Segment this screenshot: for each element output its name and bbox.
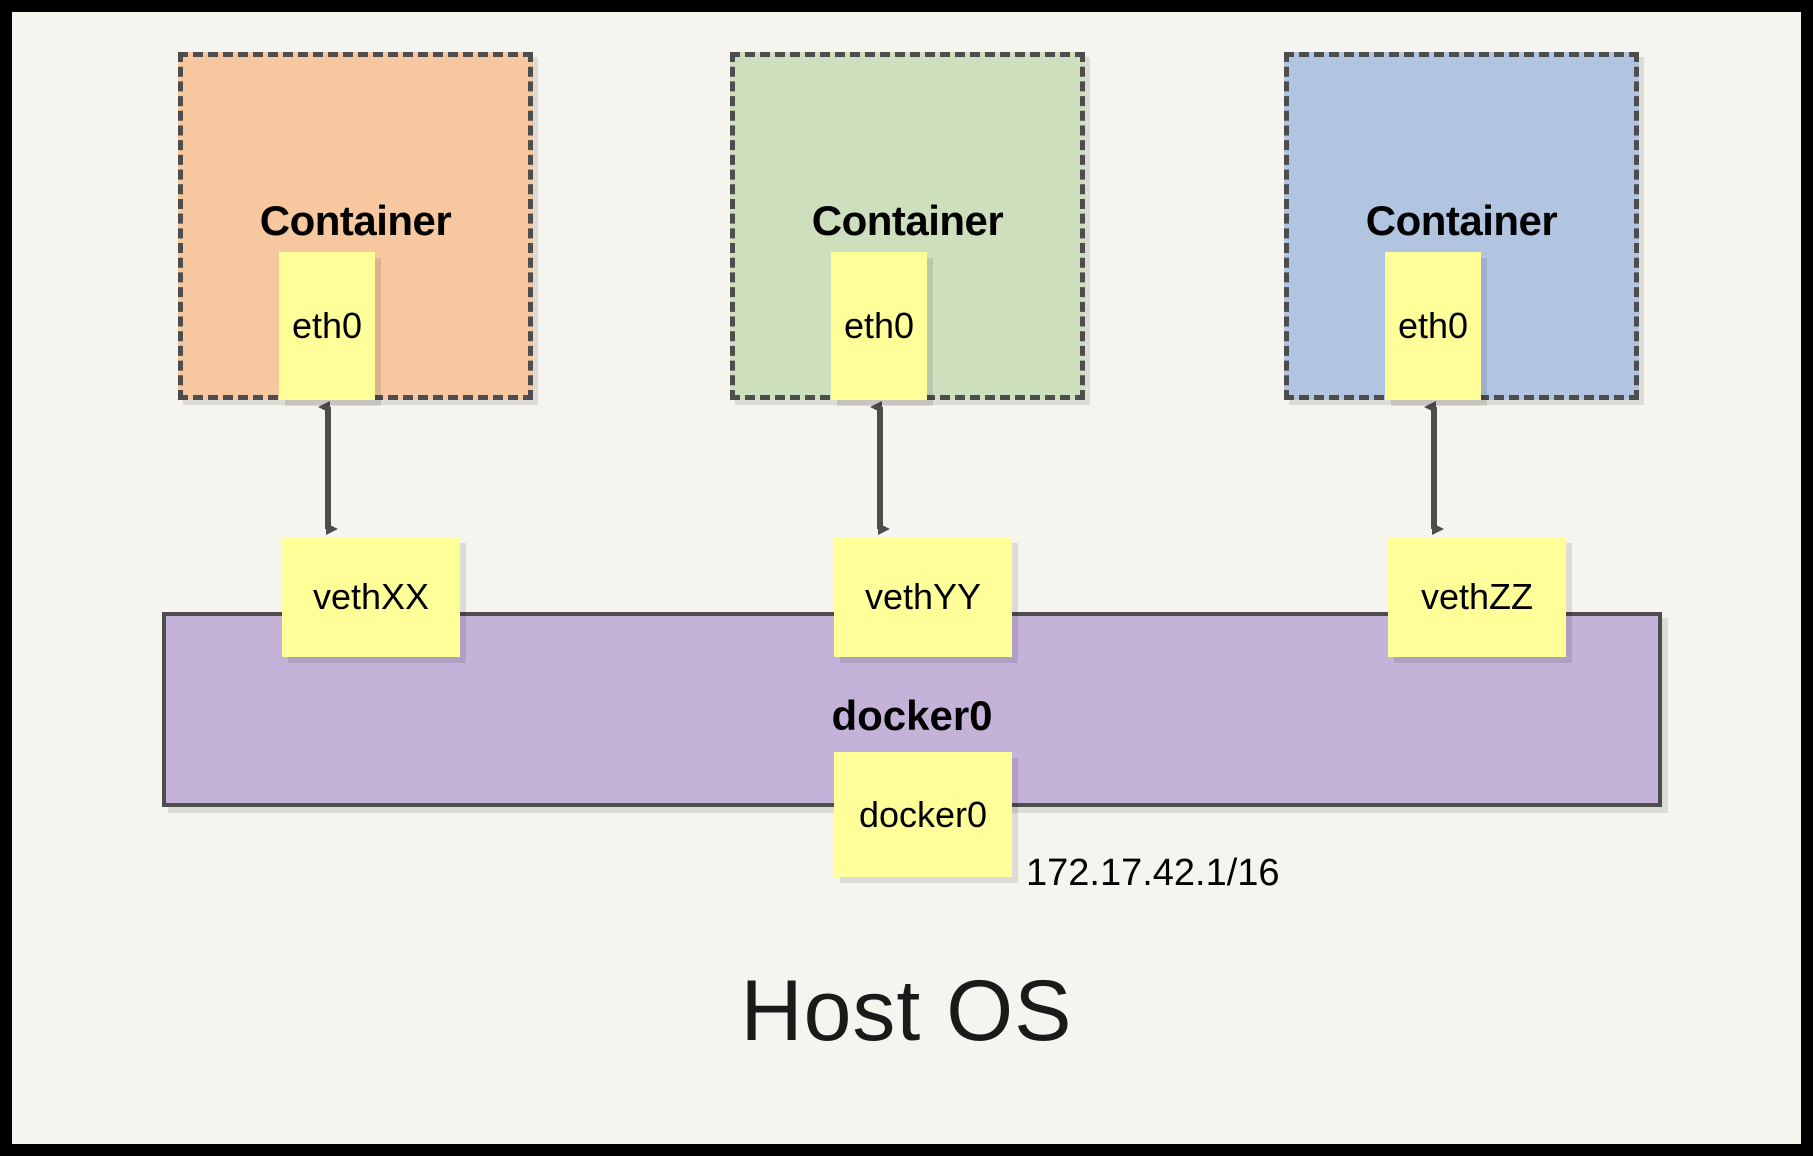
veth-box-1: vethXX [282, 537, 460, 657]
container-label-3: Container [1365, 197, 1558, 244]
connector-arrow-2 [870, 401, 890, 535]
container-label-2: Container [811, 197, 1004, 244]
connector-arrow-1 [318, 401, 338, 535]
eth0-box-2: eth0 [831, 252, 927, 400]
eth0-box-1: eth0 [279, 252, 375, 400]
container-label-1: Container [259, 197, 452, 244]
docker0-ip-label: 172.17.42.1/16 [1026, 852, 1280, 894]
connector-arrow-3 [1424, 401, 1444, 535]
veth-box-2: vethYY [834, 537, 1012, 657]
veth-box-3: vethZZ [1388, 537, 1566, 657]
eth0-box-3: eth0 [1385, 252, 1481, 400]
diagram-canvas: Container eth0 Container eth0 Container … [12, 12, 1801, 1144]
host-os-label: Host OS [740, 963, 1073, 1059]
docker0-interface-box: docker0 [834, 752, 1012, 877]
docker0-bridge-label: docker0 [831, 692, 993, 739]
